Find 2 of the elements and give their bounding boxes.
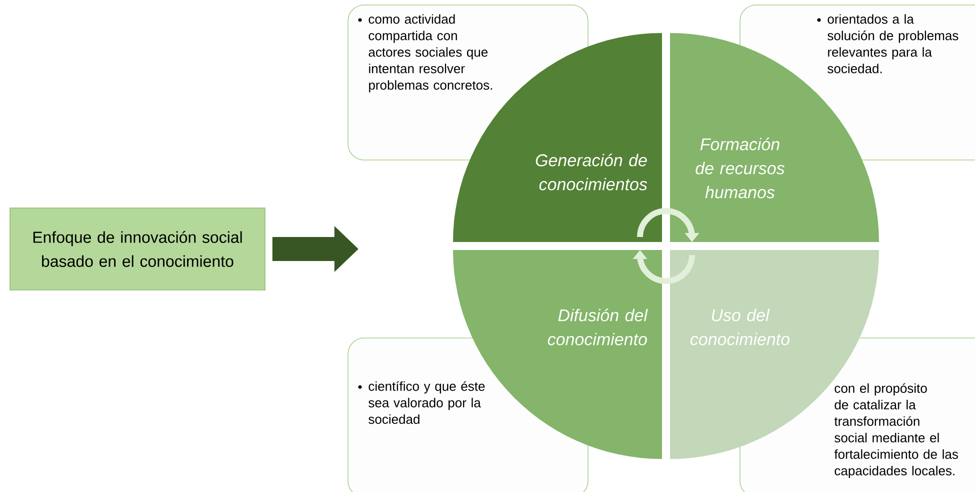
- concept-box: Enfoque de innovación social basado en el conocimiento: [10, 208, 266, 290]
- block-arrow: [272, 226, 358, 272]
